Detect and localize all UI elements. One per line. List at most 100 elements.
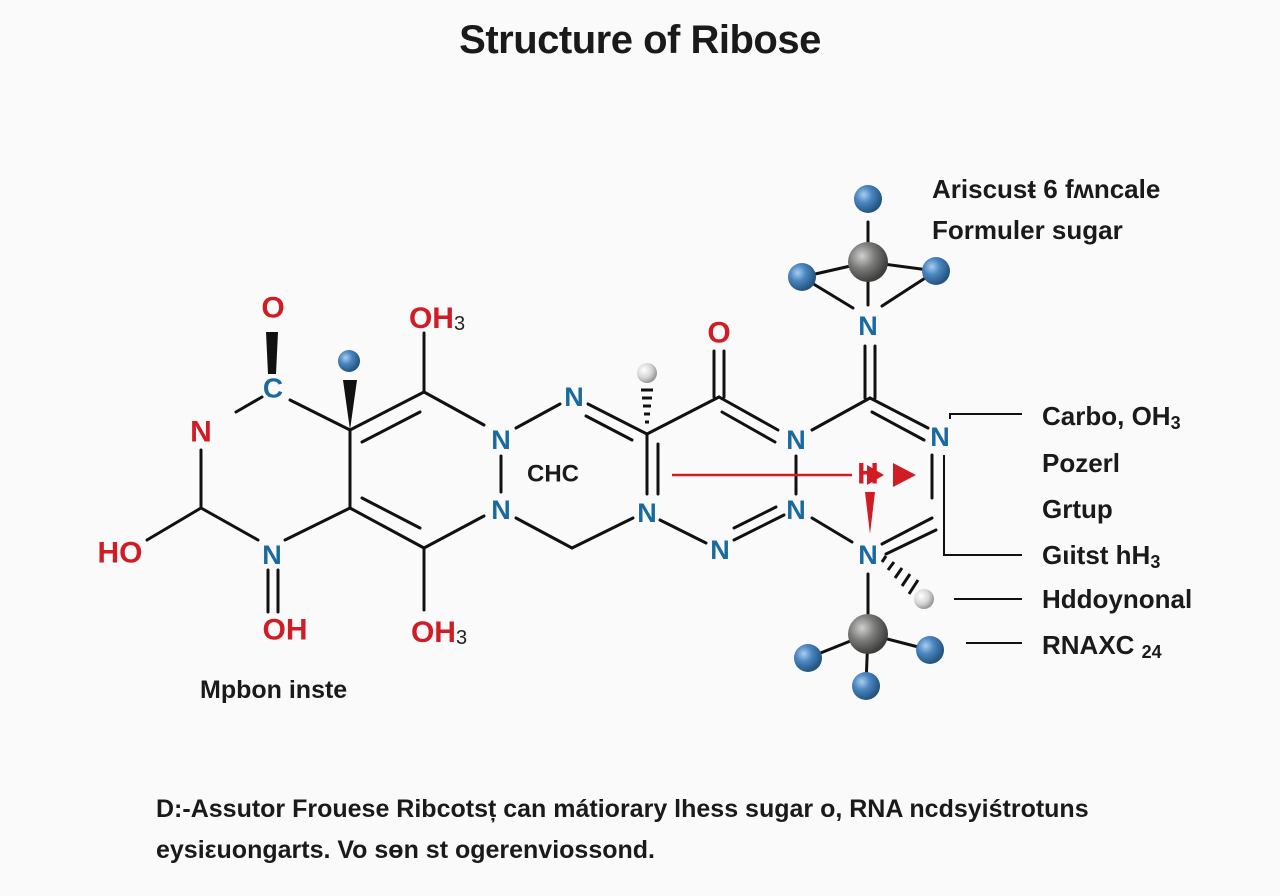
atom-nitrogen: N (858, 540, 878, 570)
atom-nitrogen: N (637, 498, 657, 528)
atom-nitrogen: N (786, 495, 806, 525)
hashed-bond (641, 388, 653, 424)
bond (422, 390, 486, 427)
atom-hydroxyl: OH (263, 614, 308, 647)
bond (720, 410, 777, 444)
atom-ball-blue (794, 644, 822, 672)
bond (810, 516, 854, 544)
label-text: Gιitst hH (1042, 540, 1151, 570)
atom-oxygen: O (261, 292, 284, 325)
atom-oxygen: O (707, 317, 730, 350)
bond (288, 398, 352, 432)
bond (234, 395, 264, 414)
bond (658, 518, 708, 545)
label-subscript: 24 (1141, 642, 1162, 662)
bond (717, 395, 780, 432)
label-top-right-2: Formuler sugar (932, 215, 1123, 245)
wedge-bond (343, 380, 357, 430)
atom-ball-blue (852, 672, 880, 700)
oh3-main: OH (409, 302, 454, 335)
atom-ball-carbon (848, 614, 888, 654)
atom-hydrogen: H (857, 458, 879, 491)
caption-line-1: D:-Assutor Frouese Ribcotsț can mátiorar… (156, 795, 1089, 823)
ring-middle-left (348, 331, 503, 612)
bond (514, 402, 562, 430)
bond (283, 506, 352, 542)
atom-ball-blue (916, 636, 944, 664)
atom-nitrogen: N (564, 382, 584, 412)
leader-line (949, 413, 1022, 419)
bond (422, 514, 486, 550)
atom-ball-white (914, 589, 934, 609)
atom-ball-blue (922, 257, 950, 285)
bond (360, 410, 422, 444)
label-text: Carbo, OH (1042, 401, 1171, 431)
label-text: Grtup (1042, 494, 1113, 524)
group-chc: CHC (527, 461, 579, 488)
arrow-head (867, 465, 884, 485)
caption-line-2: eysiεuongarts. Vo sөn st ogerenviossond. (156, 836, 655, 864)
bond (514, 516, 574, 550)
bond (584, 414, 634, 442)
atom-labels: O C N HO N OH OH3 OH3 N N N CHC N N O N … (98, 292, 950, 650)
bond (199, 506, 260, 542)
atom-nitrogen: N (491, 495, 511, 525)
ring-left (145, 332, 360, 614)
bond (348, 390, 426, 432)
atom-nitrogen: N (858, 311, 878, 341)
label-right-4: Hddoynonal (1042, 584, 1192, 615)
label-subscript: 3 (1150, 552, 1161, 572)
label-left-bottom: Mpbon inste (200, 676, 348, 704)
label-right-5: RNAXC 24 (1042, 630, 1162, 663)
hashed-bond (880, 555, 920, 595)
label-top-right-1: Ariscusŧ 6 fʍncale (932, 174, 1161, 204)
atom-nitrogen: N (710, 535, 730, 565)
bond (570, 516, 635, 550)
label-right-1: Pozerl (1042, 448, 1120, 479)
atom-nitrogen: N (930, 422, 950, 452)
bond (810, 396, 872, 432)
label-right-2: Grtup (1042, 494, 1113, 525)
atom-ball-carbon (848, 242, 888, 282)
bond (360, 496, 422, 530)
atom-ball-blue (854, 185, 882, 213)
bond (645, 395, 721, 436)
bond (880, 516, 934, 546)
atom-nitrogen: N (786, 425, 806, 455)
oh3-subscript: 3 (456, 627, 467, 649)
wedge-bond-red (865, 492, 875, 534)
atom-oh3-top: OH3 (409, 302, 465, 336)
atom-nitrogen: N (491, 425, 511, 455)
wedge-bond (266, 332, 278, 374)
bond (348, 506, 426, 550)
label-right-0: Carbo, OH3 (1042, 401, 1181, 434)
bond (870, 410, 926, 442)
bond (586, 402, 649, 436)
label-text: Pozerl (1042, 448, 1121, 478)
label-right-3: Gιitst hH3 (1042, 540, 1160, 573)
ring-middle (514, 363, 660, 550)
atom-hydroxyl: HO (98, 537, 143, 570)
atom-oh3-bottom: OH3 (411, 616, 467, 650)
ring-middle-right (645, 349, 916, 545)
bond (732, 513, 786, 542)
bond (145, 506, 203, 542)
atom-ball-blue (338, 350, 360, 372)
atom-nitrogen: N (262, 540, 282, 570)
oh3-main: OH (411, 616, 456, 649)
bond (732, 505, 778, 530)
oh3-subscript: 3 (454, 313, 465, 335)
atom-ball-blue (788, 263, 816, 291)
label-text: Hddoynonal (1042, 584, 1193, 614)
label-text: RNAXC (1042, 630, 1142, 660)
label-subscript: 3 (1170, 413, 1181, 433)
label-leaders (943, 413, 1022, 644)
methyl-group-bottom (794, 555, 944, 700)
atom-nitrogen-red: N (190, 416, 212, 449)
methyl-group-top (788, 185, 950, 310)
atom-carbon: C (263, 373, 283, 404)
bond (884, 528, 938, 556)
ring-right (810, 344, 938, 556)
diagram-title: Structure of Ribose (459, 18, 821, 62)
